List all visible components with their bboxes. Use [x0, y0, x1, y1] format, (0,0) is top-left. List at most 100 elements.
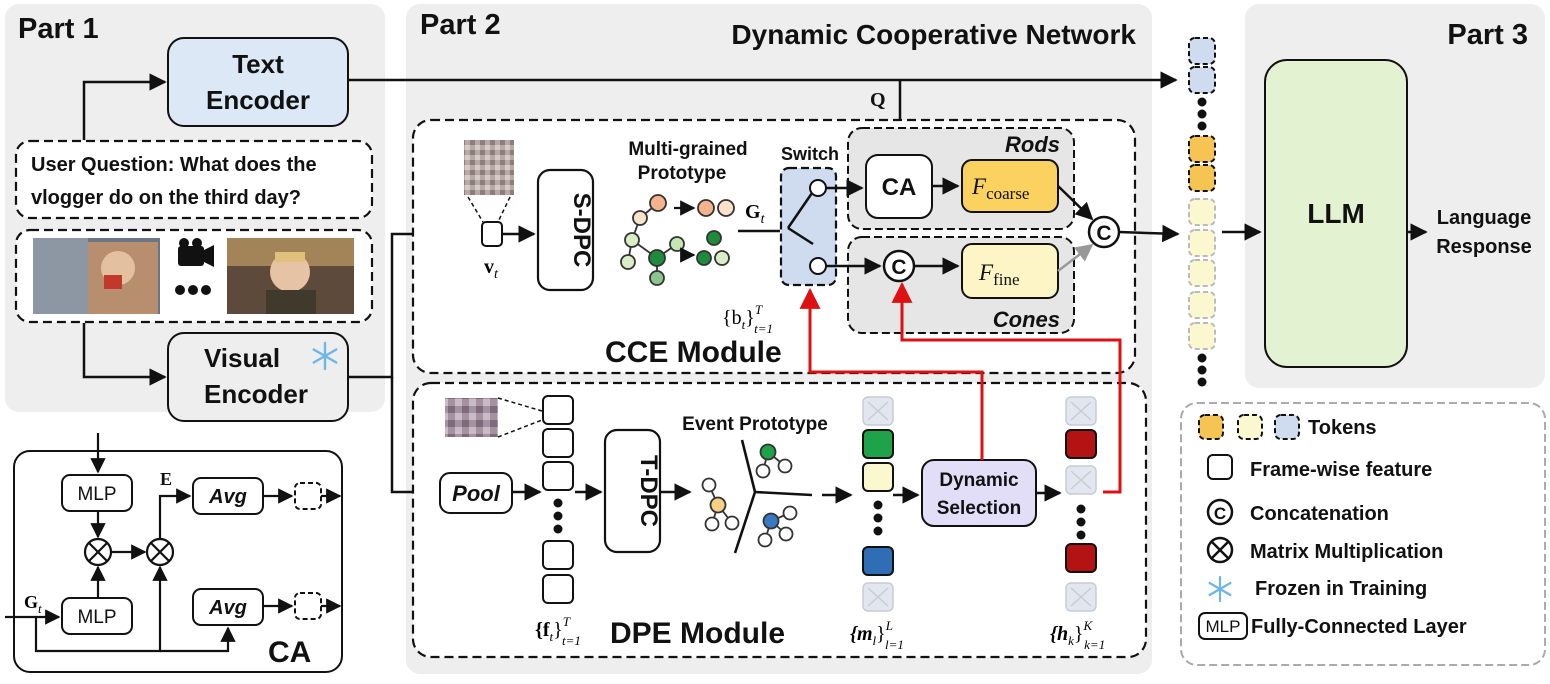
dpe-mosaic-patch [445, 398, 498, 437]
video-frame-1 [33, 238, 160, 314]
m-item-cream [862, 462, 894, 492]
pool-label: Pool [452, 481, 501, 506]
ca-detail-title: CA [268, 636, 311, 669]
frame-feature-stack [542, 395, 574, 604]
response-label-1: Language [1437, 207, 1531, 229]
ca-mlp-bottom-label: MLP [77, 607, 116, 628]
ca-matmul-1 [83, 537, 113, 567]
text-encoder-box [167, 37, 349, 127]
ca-mlp-top-label: MLP [77, 484, 116, 505]
video-frame-2 [227, 238, 354, 314]
m-stack [862, 396, 894, 612]
legend-tokens: Tokens [1308, 417, 1377, 439]
user-question-box [14, 139, 374, 220]
ca-out-token-top [294, 482, 322, 510]
ca-e-label: E [160, 469, 172, 489]
h-to-concat-red-path [891, 281, 1122, 494]
ca-gt-label: Gt [24, 592, 42, 616]
token-cream-3 [1188, 259, 1216, 287]
cones-label: Cones [993, 307, 1060, 332]
dpe-module-box [411, 381, 1148, 659]
text-encoder-label-2: Encoder [206, 85, 310, 115]
query-label: Q [870, 89, 886, 111]
legend-frame-feature: Frame-wise feature [1250, 459, 1432, 481]
token-yellow-2 [1188, 164, 1216, 192]
vt-label: vt [484, 256, 499, 282]
legend-mlp-box-label: MLP [1206, 617, 1241, 636]
legend-concat-symbol: C [1214, 504, 1226, 523]
cce-module-label: CCE Module [605, 336, 782, 369]
legend-matrix-mult: Matrix Multiplication [1250, 541, 1443, 563]
visual-encoder-label-2: Encoder [204, 379, 308, 409]
multigrained-label-2: Prototype [638, 163, 727, 184]
token-cream-4 [1188, 291, 1216, 319]
ca-avg-bottom-label: Avg [208, 597, 247, 619]
concat-final-symbol: C [1096, 222, 1111, 245]
switch-box [779, 166, 838, 287]
dpe-module-label: DPE Module [610, 617, 785, 650]
ca-avg-top-label: Avg [208, 486, 247, 508]
frames-to-visual-encoder-arrow [82, 323, 167, 386]
snowflake-icon [312, 341, 338, 371]
mul2-to-avg-top [158, 488, 192, 539]
ca-skip-path [34, 565, 168, 653]
h-item-red-top [1065, 429, 1097, 459]
visual-encoder-label-1: Visual [204, 343, 280, 373]
multigrained-prototype-graph [620, 194, 685, 286]
response-label-2: Response [1436, 236, 1532, 258]
text-encoder-label-1: Text [232, 49, 284, 79]
m-item-blue [862, 546, 894, 576]
token-blue-1 [1188, 37, 1216, 65]
dynamic-selection-label-2: Selection [937, 498, 1021, 519]
camera-icon [178, 238, 214, 267]
llm-box [1264, 59, 1408, 368]
cce-mosaic-patch [464, 140, 514, 195]
fine-prototypes [696, 230, 730, 266]
ellipsis-icon [175, 285, 211, 295]
sdpc-box [536, 168, 595, 292]
concat-cones-symbol: C [891, 256, 906, 279]
event-prototype-graph [701, 439, 813, 554]
part1-title: Part 1 [18, 13, 99, 45]
dynamic-selection-label-1: Dynamic [939, 470, 1019, 491]
ca-out-token-bottom [294, 592, 322, 620]
user-question-line2: vlogger do on the third day? [31, 187, 301, 209]
ca-label: CA [882, 174, 917, 201]
legend-frozen: Frozen in Training [1255, 578, 1427, 600]
token-column [1188, 37, 1216, 387]
ca-skip-to-avg-bottom [160, 626, 236, 653]
tdpc-label: T-DPC [635, 455, 662, 527]
event-prototype-label: Event Prototype [682, 414, 828, 435]
m-item-masked-bottom-cross [867, 587, 889, 607]
h-item-red-bottom [1065, 543, 1097, 573]
multigrained-label-1: Multi-grained [628, 139, 747, 160]
part2-title: Part 2 [420, 9, 501, 41]
legend-box [1180, 402, 1546, 666]
ffine-to-concat-arrow [1057, 243, 1094, 272]
network-title: Dynamic Cooperative Network [731, 19, 1136, 50]
f-fine-label: Ffine [978, 260, 1020, 289]
legend-concatenation: Concatenation [1250, 503, 1389, 525]
ca-matmul-2 [145, 537, 175, 567]
switch-lever [786, 192, 814, 229]
question-to-encoder-arrow [82, 73, 167, 140]
m-item-masked-cross [867, 401, 889, 421]
token-yellow-1 [1188, 135, 1216, 163]
switch-lever-base [787, 226, 814, 246]
legend-snowflake-icon [1208, 575, 1232, 603]
selection-to-switch-red-path [799, 287, 984, 460]
part3-title: Part 3 [1447, 19, 1528, 51]
feature-stack-ellipsis [553, 498, 563, 534]
token-cream-2 [1188, 229, 1216, 257]
coarse-prototypes [697, 199, 735, 217]
f-coarse-label: Fcoarse [971, 174, 1029, 203]
token-blue-2 [1188, 66, 1216, 94]
h-stack [1065, 396, 1097, 612]
legend-fc-layer: Fully-Connected Layer [1251, 616, 1467, 638]
sdpc-label: S-DPC [568, 193, 595, 268]
switch-contact-bottom [809, 257, 827, 275]
